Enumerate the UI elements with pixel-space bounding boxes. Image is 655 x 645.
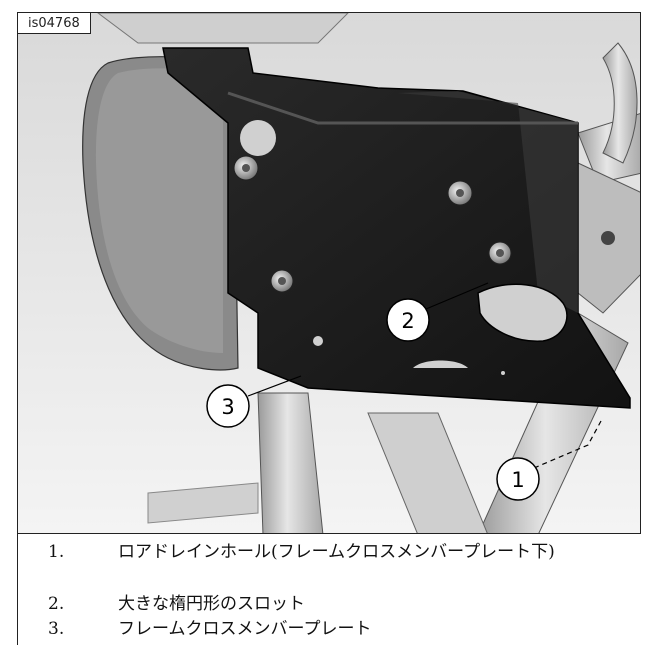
leader-line-1 [533,420,602,469]
svg-text:1: 1 [511,468,524,492]
leader-lines [247,282,602,469]
large-oval-slot [477,283,568,342]
legend-list: 1. ロアドレインホール(フレームクロスメンバープレート下) 2. 大きな楕円形… [17,534,655,645]
leader-line-2 [425,282,489,310]
legend-text: フレームクロスメンバープレート [118,619,372,639]
svg-text:3: 3 [221,395,234,419]
legend-number: 3. [48,619,65,639]
frame-cross-member-plate [162,47,631,409]
leader-line-3 [247,375,302,397]
bolts [233,155,512,293]
callout-3: 3 [206,384,250,428]
legend-text: ロアドレインホール(フレームクロスメンバープレート下) [118,542,555,562]
legend-text: 大きな楕円形のスロット [118,594,305,614]
drawing: 1 2 3 [18,13,640,533]
image-id-label: is04768 [18,13,91,34]
callout-1: 1 [496,457,540,501]
legend-number: 1. [48,542,65,562]
callout-2: 2 [386,298,430,342]
svg-text:2: 2 [401,309,414,333]
legend-number: 2. [48,594,65,614]
technical-illustration: 1 2 3 is04768 [17,12,641,534]
